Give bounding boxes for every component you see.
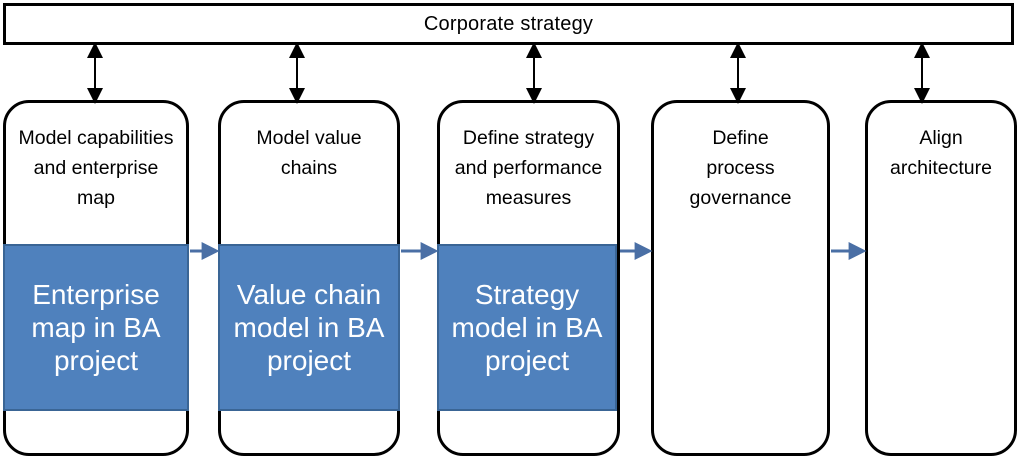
stage-title: Define strategy and performance measures	[454, 127, 603, 209]
artifact-strategy-model: Strategy model in BA project	[437, 244, 617, 411]
stage-title: Model value chains	[256, 127, 362, 179]
artifact-label: Enterprise map in BA project	[31, 279, 161, 376]
stage-title: Align architecture	[890, 127, 992, 179]
stage-align-architecture: Align architecture	[865, 100, 1017, 456]
artifact-label: Strategy model in BA project	[451, 279, 603, 376]
stage-title: Define process governance	[689, 127, 792, 209]
stage-define-process-governance: Define process governance	[651, 100, 830, 456]
artifact-enterprise-map: Enterprise map in BA project	[3, 244, 189, 411]
artifact-value-chain-model: Value chain model in BA project	[218, 244, 400, 411]
corporate-strategy-box: Corporate strategy	[3, 3, 1014, 45]
corporate-strategy-label: Corporate strategy	[423, 12, 594, 35]
stage-title: Model capabilities and enterprise map	[18, 127, 174, 209]
artifact-label: Value chain model in BA project	[233, 279, 385, 376]
